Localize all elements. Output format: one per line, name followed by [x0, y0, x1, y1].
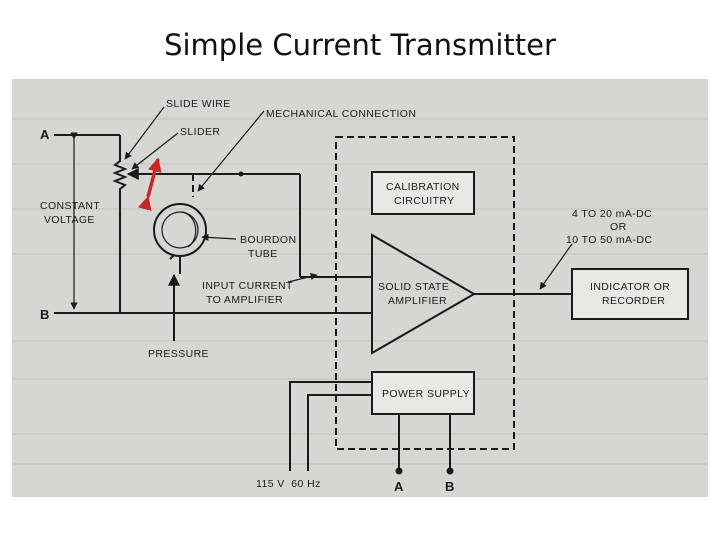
label-output-range-2: 10 TO 50 mA-DC: [566, 234, 652, 246]
label-constant: CONSTANT: [40, 200, 100, 212]
label-amplifier: AMPLIFIER: [388, 295, 447, 307]
label-input-current: INPUT CURRENT: [202, 280, 293, 292]
label-output-b: B: [445, 479, 455, 494]
label-indicator-or: INDICATOR OR: [590, 281, 670, 293]
label-pressure: PRESSURE: [148, 348, 209, 360]
calibration-circuitry-box: [371, 171, 475, 215]
label-output-a: A: [394, 479, 404, 494]
current-transmitter-diagram: SLIDE WIRE SLIDER MECHANICAL CONNECTION …: [12, 98, 708, 494]
power-output-terminals: [395, 414, 454, 475]
label-tube: TUBE: [248, 248, 278, 260]
bourdon-tube: [153, 203, 207, 274]
label-terminal-a: A: [40, 127, 50, 142]
label-slider: SLIDER: [180, 126, 220, 138]
label-mechanical-connection: MECHANICAL CONNECTION: [266, 108, 416, 120]
slide-wire-resistor: [112, 154, 128, 311]
slider-motion-arrow: [138, 157, 162, 211]
scan-background-texture: [12, 118, 708, 465]
power-supply-box: [371, 371, 475, 415]
label-slide-wire: SLIDE WIRE: [166, 98, 231, 110]
terminal-a-wire: [54, 134, 121, 154]
label-power-supply: POWER SUPPLY: [382, 388, 470, 400]
solid-state-amplifier: [371, 233, 476, 355]
mains-wires: [289, 381, 372, 471]
label-mains: 115 V 60 Hz: [256, 478, 321, 490]
slider-output-wire: [160, 171, 372, 278]
label-circuitry: CIRCUITRY: [394, 195, 455, 207]
label-output-range-or: OR: [610, 221, 627, 233]
terminal-b-wire: [54, 311, 372, 314]
indicator-recorder-box: [571, 268, 689, 320]
label-to-amplifier: TO AMPLIFIER: [206, 294, 283, 306]
label-terminal-b: B: [40, 307, 50, 322]
label-calibration: CALIBRATION: [386, 181, 460, 193]
slide-title: Simple Current Transmitter: [164, 28, 556, 62]
label-solid-state: SOLID STATE: [378, 281, 449, 293]
label-voltage: VOLTAGE: [44, 214, 95, 226]
label-recorder: RECORDER: [602, 295, 665, 307]
label-leaders: [124, 106, 318, 283]
scanned-diagram: SLIDE WIRE SLIDER MECHANICAL CONNECTION …: [12, 79, 708, 497]
label-output-range-1: 4 TO 20 mA-DC: [572, 208, 652, 220]
label-bourdon: BOURDON: [240, 234, 296, 246]
output-range-pointer: [539, 243, 573, 290]
